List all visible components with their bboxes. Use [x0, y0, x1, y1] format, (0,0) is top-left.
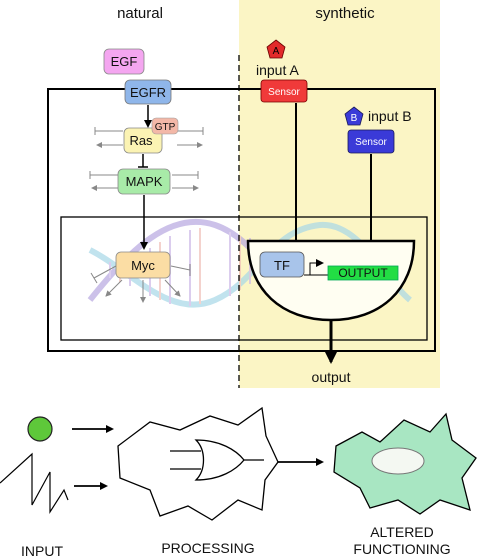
- input-zigzag-signal: [0, 452, 69, 515]
- altered-caption-line1: ALTERED: [370, 524, 434, 540]
- input-b-pentagon-icon: [344, 106, 364, 126]
- egf-box: [103, 48, 145, 75]
- egfr-box: [124, 79, 172, 105]
- input-a-pentagon-icon: [266, 39, 286, 59]
- mapk-label: MAPK: [126, 174, 163, 189]
- altered-cell-nucleus: [371, 447, 425, 475]
- ras-label: Ras: [129, 133, 153, 148]
- cell-membrane-box: [47, 88, 436, 352]
- synthetic-header: synthetic: [315, 5, 375, 22]
- output-label: output: [312, 369, 351, 385]
- input-b-badge: B: [351, 113, 358, 124]
- output-gene-label: OUTPUT: [338, 266, 388, 280]
- synthetic-background: [239, 0, 440, 388]
- gtp-box: [151, 117, 179, 135]
- ras-crosstalk-arrows: [94, 127, 204, 148]
- processing-caption: PROCESSING: [161, 540, 254, 556]
- input-a-badge: A: [273, 46, 280, 57]
- sensor-b-box: [347, 129, 395, 154]
- sensor-b-label: Sensor: [355, 137, 387, 148]
- input-a-label: input A: [256, 62, 299, 78]
- egf-label: EGF: [111, 54, 138, 69]
- input-b-label: input B: [368, 108, 412, 124]
- nucleus-box: [60, 216, 428, 341]
- tf-label: TF: [274, 258, 290, 273]
- promoter-arrow: [309, 259, 324, 275]
- myc-label: Myc: [131, 258, 155, 273]
- input-caption: INPUT: [21, 543, 63, 559]
- mapk-crosstalk-arrows: [89, 171, 199, 191]
- sensor-a-box: [260, 79, 308, 103]
- egfr-label: EGFR: [130, 85, 166, 100]
- tf-box: [259, 251, 305, 278]
- mapk-box: [117, 168, 171, 195]
- gtp-label: GTP: [155, 122, 176, 133]
- sensor-a-label: Sensor: [268, 87, 300, 98]
- myc-box: [115, 251, 171, 279]
- natural-header: natural: [117, 5, 163, 22]
- processing-logic-gate-icon: [194, 439, 245, 481]
- output-gene-box: [327, 265, 399, 281]
- myc-crosstalk-arrows: [90, 264, 191, 303]
- input-signal-circle: [27, 416, 53, 442]
- ras-box: [123, 127, 163, 154]
- processing-cell-shape: [117, 406, 279, 521]
- altered-caption-line2: FUNCTIONING: [353, 541, 450, 557]
